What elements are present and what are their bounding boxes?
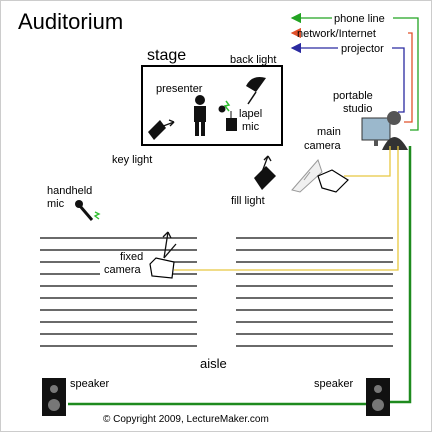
portable-studio-label-line1: portable xyxy=(333,90,373,102)
connection-legend: phone line network/Internet projector xyxy=(290,12,419,131)
aisle-label: aisle xyxy=(200,356,227,371)
speaker-left-icon xyxy=(42,378,66,416)
handheld-mic-icon xyxy=(75,200,101,221)
network-internet-label: network/Internet xyxy=(297,28,376,40)
lapel-mic-label-line1: lapel xyxy=(239,108,262,120)
portable-studio-label-line2: studio xyxy=(343,103,372,115)
network-internet-cable xyxy=(404,32,413,123)
key-light-label: key light xyxy=(112,154,152,166)
lapel-mic-icon xyxy=(218,100,237,131)
fixed-camera-icon xyxy=(149,231,177,279)
main-camera-icon xyxy=(291,159,349,193)
stage-label: stage xyxy=(147,47,186,64)
fixed-camera-label-line2: camera xyxy=(104,264,142,276)
lapel-mic-label-line2: mic xyxy=(242,121,260,133)
speaker-right-icon xyxy=(366,378,390,416)
key-light-icon xyxy=(148,119,175,140)
handheld-mic-label-line1: handheld xyxy=(47,185,92,197)
handheld-mic-label-line2: mic xyxy=(47,198,65,210)
main-camera-label-line1: main xyxy=(317,126,341,138)
speaker-left-label: speaker xyxy=(70,378,109,390)
main-camera-cable xyxy=(344,146,391,177)
main-camera-label-line2: camera xyxy=(304,140,342,152)
fixed-camera-label-line1: fixed xyxy=(120,251,143,263)
phone-line-label: phone line xyxy=(334,13,385,25)
copyright-text: © Copyright 2009, LectureMaker.com xyxy=(103,414,269,425)
fill-light-label: fill light xyxy=(231,195,265,207)
presenter-label: presenter xyxy=(156,83,203,95)
fixed-camera-cable xyxy=(174,146,399,271)
fixed-camera-label-bg xyxy=(100,252,152,280)
presenter-icon xyxy=(194,95,206,136)
back-light-icon xyxy=(246,77,266,105)
phone-line-cable xyxy=(393,17,419,131)
diagram-title: Auditorium xyxy=(18,9,123,34)
projector-cable xyxy=(392,47,405,113)
back-light-label: back light xyxy=(230,54,276,66)
fill-light-icon xyxy=(254,155,276,190)
projector-label: projector xyxy=(341,43,384,55)
portable-studio-icon xyxy=(361,111,408,150)
seating-right xyxy=(236,237,393,347)
stage: stage back light presenter lapel mic xyxy=(141,47,283,146)
speaker-right-label: speaker xyxy=(314,378,353,390)
